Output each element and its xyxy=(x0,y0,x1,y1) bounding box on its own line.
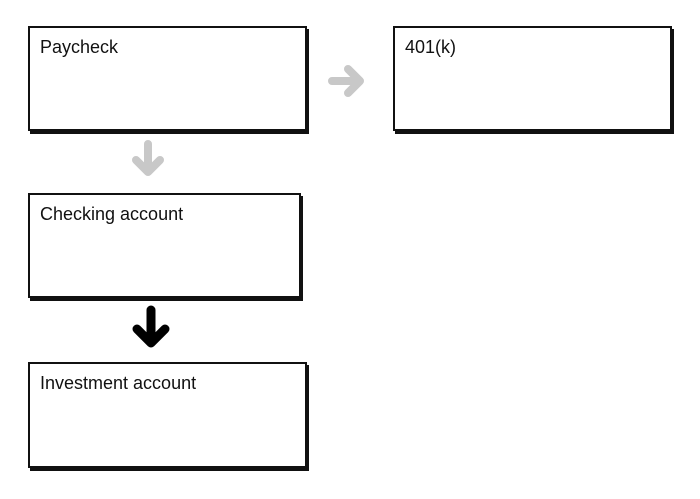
investment-account-label: Investment account xyxy=(40,373,197,393)
checking-account-box: Checking account xyxy=(28,193,301,298)
down-arrow-icon xyxy=(132,140,164,176)
401k-label: 401(k) xyxy=(405,37,457,57)
checking-account-label: Checking account xyxy=(40,204,184,224)
down-arrow-icon xyxy=(132,305,170,348)
paycheck-box: Paycheck xyxy=(28,26,307,131)
right-arrow-icon xyxy=(328,65,364,97)
investment-account-box: Investment account xyxy=(28,362,307,468)
401k-box: 401(k) xyxy=(393,26,672,131)
paycheck-label: Paycheck xyxy=(40,37,119,57)
